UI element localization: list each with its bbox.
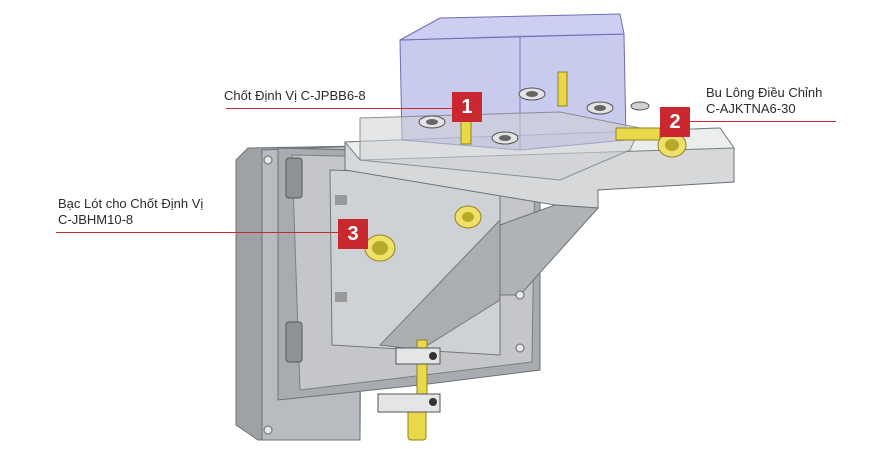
callout-1-badge: 1 (452, 92, 482, 122)
callout-3-line-2: C-JBHM10-8 (58, 212, 134, 227)
yellow-locating-parts (364, 71, 687, 441)
callout-3-line-1: Bạc Lót cho Chốt Định Vị (58, 196, 204, 211)
callout-2-label: Bu Lông Điều Chỉnh C-AJKTNA6-30 (706, 85, 822, 117)
fasteners (418, 87, 650, 145)
callout-1-line-1: Chốt Định Vị C-JPBB6-8 (224, 88, 366, 103)
callout-3-badge: 3 (338, 219, 368, 249)
callout-3-label: Bạc Lót cho Chốt Định Vị C-JBHM10-8 (58, 196, 203, 228)
transparent-work-block (359, 13, 641, 181)
lower-stop-blocks (377, 347, 441, 413)
callout-2-badge: 2 (660, 107, 690, 137)
callout-1-leader (226, 108, 462, 109)
callout-1-label: Chốt Định Vị C-JPBB6-8 (224, 88, 366, 104)
callout-3-leader (56, 232, 338, 233)
callout-2-line-2: C-AJKTNA6-30 (706, 101, 796, 116)
callout-2-line-1: Bu Lông Điều Chỉnh (706, 85, 823, 100)
callout-2-leader (688, 121, 836, 122)
clear-clamp-block (329, 169, 501, 356)
